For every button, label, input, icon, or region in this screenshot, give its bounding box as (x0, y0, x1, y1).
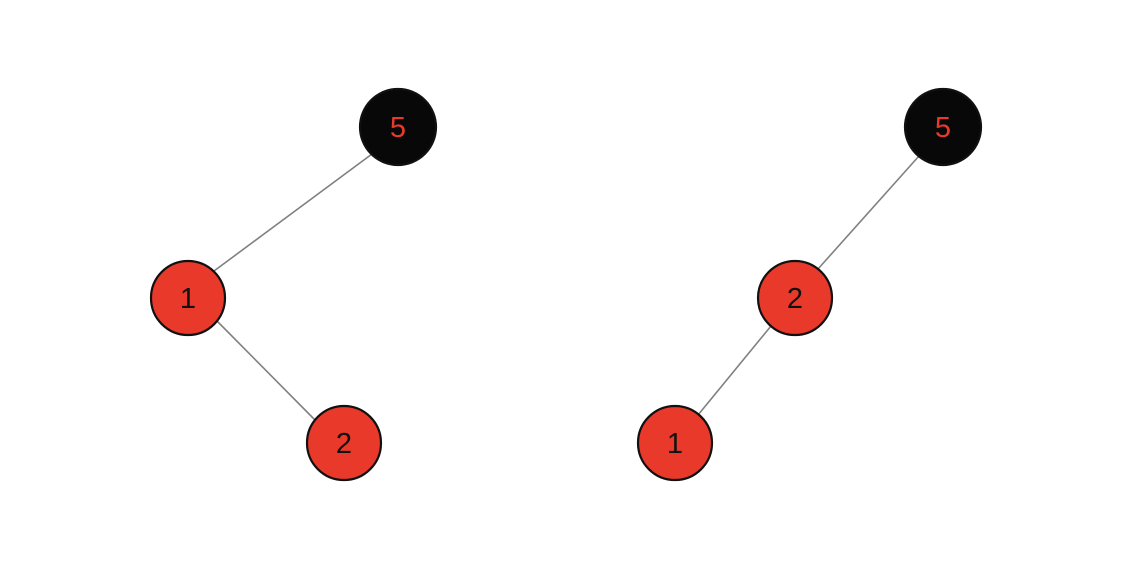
graph-node-r5[interactable]: 5 (903, 87, 983, 167)
left-graph-edges (213, 153, 373, 421)
graph-edge-l1-l2 (216, 320, 316, 421)
graph-node-l2[interactable]: 2 (305, 404, 383, 482)
graph-node-l5[interactable]: 5 (358, 87, 438, 167)
node-circle-r1[interactable] (636, 404, 714, 482)
node-circle-r2[interactable] (756, 259, 834, 337)
right-graph-nodes: 5 21 (636, 87, 983, 482)
edge-layer (213, 153, 920, 421)
node-circle-l5[interactable] (358, 87, 438, 167)
graph-edge-r2-r5 (817, 155, 920, 270)
graph-edge-l1-l5 (213, 153, 373, 272)
left-graph-nodes: 5 12 (149, 87, 438, 482)
node-circle-l1[interactable] (149, 259, 227, 337)
graph-node-r1[interactable]: 1 (636, 404, 714, 482)
graph-node-r2[interactable]: 2 (756, 259, 834, 337)
graph-node-l1[interactable]: 1 (149, 259, 227, 337)
right-graph-edges (697, 155, 920, 416)
node-circle-l2[interactable] (305, 404, 383, 482)
graph-edge-r1-r2 (697, 325, 772, 416)
node-circle-r5[interactable] (903, 87, 983, 167)
